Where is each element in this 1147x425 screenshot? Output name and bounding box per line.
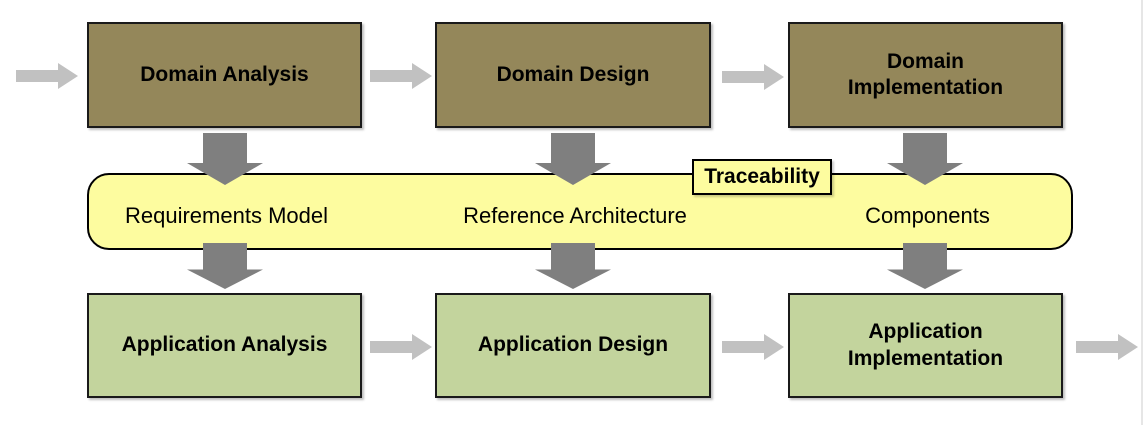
flow-arrow-application-design-to-implementation: [722, 334, 784, 360]
box-domain-design: Domain Design: [435, 22, 711, 128]
traceability-tag: Traceability: [692, 159, 832, 195]
box-domain-analysis-label: Domain Analysis: [140, 62, 309, 86]
flow-arrow-out-of-application-implementation: [1076, 334, 1138, 360]
box-application-implementation: Application Implementation: [788, 293, 1063, 398]
page-edge-line: [1141, 0, 1143, 425]
band-label-reference-architecture: Reference Architecture: [463, 203, 687, 228]
down-arrow-domain-design-to-band: [535, 133, 611, 185]
box-domain-design-label: Domain Design: [496, 62, 650, 86]
box-application-implementation-label: Application Implementation: [847, 320, 1004, 370]
down-arrow-band-to-application-analysis: [187, 243, 263, 289]
band-label-requirements-model: Requirements Model: [125, 203, 328, 228]
flow-arrow-domain-design-to-implementation: [722, 64, 784, 90]
flow-arrow-domain-analysis-to-design: [370, 63, 432, 89]
flow-arrow-application-analysis-to-design: [370, 334, 432, 360]
box-application-design-label: Application Design: [477, 333, 669, 357]
artifacts-band: Requirements Model Reference Architectur…: [87, 173, 1073, 250]
flow-arrow-into-domain-analysis: [16, 63, 78, 89]
box-application-design: Application Design: [435, 293, 711, 398]
box-application-analysis-label: Application Analysis: [121, 333, 328, 357]
box-domain-implementation-label: Domain Implementation: [847, 49, 1004, 99]
box-domain-implementation: Domain Implementation: [788, 22, 1063, 128]
down-arrow-band-to-application-design: [535, 243, 611, 289]
down-arrow-domain-implementation-to-band: [887, 133, 963, 185]
down-arrow-band-to-application-implementation: [887, 243, 963, 289]
box-domain-analysis: Domain Analysis: [87, 22, 362, 128]
box-application-analysis: Application Analysis: [87, 293, 362, 398]
band-label-components: Components: [865, 203, 990, 228]
down-arrow-domain-analysis-to-band: [187, 133, 263, 185]
